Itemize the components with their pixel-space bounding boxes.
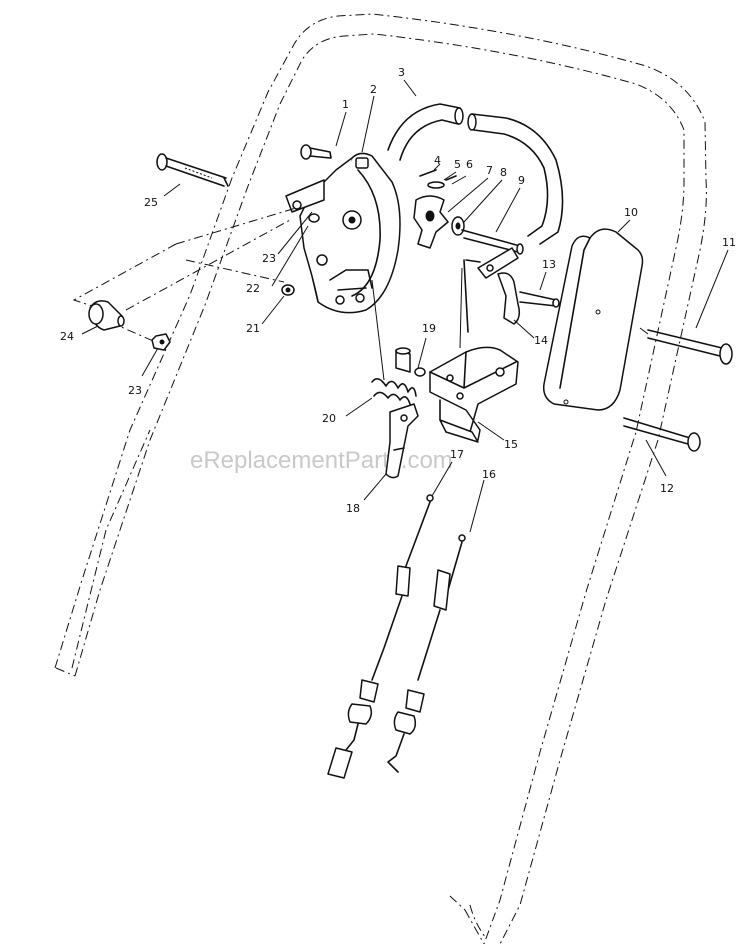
callout-23-lower: 23	[128, 384, 142, 397]
part-22-spacer	[308, 213, 320, 223]
callout-12: 12	[660, 482, 674, 495]
part-7-cam	[413, 195, 449, 249]
callout-6: 6	[466, 158, 473, 171]
callout-16: 16	[482, 468, 496, 481]
callout-23-upper: 23	[262, 252, 276, 265]
callout-25: 25	[144, 196, 158, 209]
part-20-spring	[371, 378, 417, 405]
part-4-pin	[419, 169, 437, 177]
part-25-bolt	[156, 153, 229, 187]
part-1-screw	[300, 144, 332, 160]
part-19-pin	[395, 347, 426, 377]
part-13-rod	[519, 291, 560, 308]
part-10-cover	[542, 228, 644, 411]
part-24-knob	[88, 300, 125, 331]
part-14-lever	[463, 247, 521, 333]
leader-lines	[72, 79, 729, 533]
part-6-clip	[445, 175, 457, 181]
callout-2: 2	[370, 83, 377, 96]
callout-7: 7	[486, 164, 493, 177]
callout-1: 1	[342, 98, 349, 111]
callout-20: 20	[322, 412, 336, 425]
callout-10: 10	[624, 206, 638, 219]
watermark-text: eReplacementParts.com	[190, 447, 453, 474]
callout-19: 19	[422, 322, 436, 335]
part-17-cable	[327, 494, 434, 779]
callout-8: 8	[500, 166, 507, 179]
callout-22: 22	[246, 282, 260, 295]
part-21-nut	[281, 284, 295, 296]
callout-15: 15	[504, 438, 518, 451]
part-5-washer	[427, 181, 445, 189]
handle-frame-phantom	[54, 13, 707, 944]
part-12-bolt	[623, 417, 701, 452]
callout-9: 9	[518, 174, 525, 187]
part-8-bushing	[451, 216, 465, 236]
callout-21: 21	[246, 322, 260, 335]
callout-17: 17	[450, 448, 464, 461]
callout-18: 18	[346, 502, 360, 515]
callout-24: 24	[60, 330, 74, 343]
part-16-cable	[387, 534, 466, 773]
part-23-nut	[151, 333, 171, 351]
part-15-bracket	[429, 346, 519, 443]
part-3-bail-bar	[387, 103, 564, 245]
callout-numbers: 1 2 3 4 5 6 7 8 9 10 11 12 13 14 15 16 1…	[60, 66, 736, 515]
callout-11: 11	[722, 236, 736, 249]
callout-3: 3	[398, 66, 405, 79]
callout-4: 4	[434, 154, 441, 167]
callout-13: 13	[542, 258, 556, 271]
part-11-bolt	[639, 327, 733, 365]
callout-5: 5	[454, 158, 461, 171]
part-2-control-housing	[285, 152, 401, 314]
callout-14: 14	[534, 334, 548, 347]
